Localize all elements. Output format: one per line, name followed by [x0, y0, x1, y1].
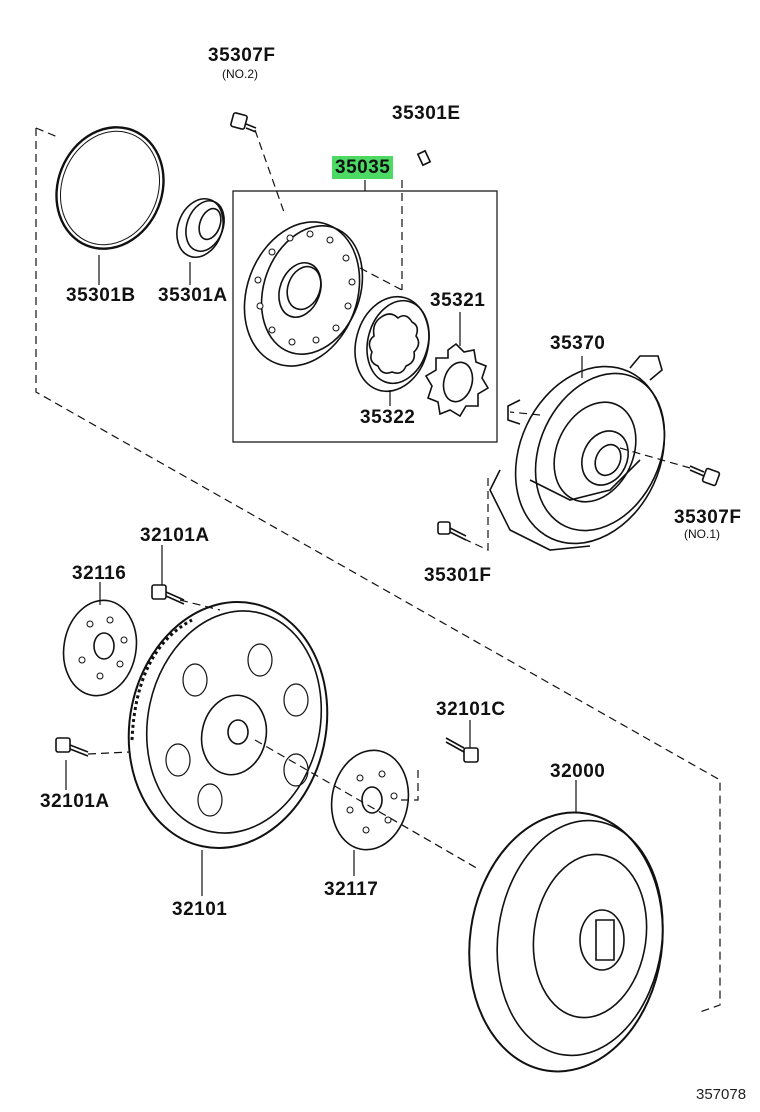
diagram-code: 357078	[696, 1086, 747, 1103]
bolt-32101A-top	[152, 585, 184, 604]
part-label-35307F-no2[interactable]: 35307F	[208, 45, 276, 66]
part-label-35301B[interactable]: 35301B	[66, 285, 136, 306]
part-label-32000[interactable]: 32000	[550, 761, 606, 782]
o-ring-35301B	[39, 111, 182, 265]
part-label-35301E[interactable]: 35301E	[392, 103, 461, 124]
torque-converter-32000	[453, 800, 679, 1084]
leader-lines	[66, 255, 582, 896]
driven-gear-35322	[345, 288, 439, 399]
part-label-35301A[interactable]: 35301A	[158, 285, 228, 306]
part-label-32101[interactable]: 32101	[172, 899, 228, 920]
part-label-32101C[interactable]: 32101C	[436, 699, 506, 720]
part-label-35321[interactable]: 35321	[430, 290, 486, 311]
drive-gear-35321	[426, 344, 488, 416]
part-label-32117[interactable]: 32117	[324, 879, 379, 900]
pump-stator-plate	[225, 206, 380, 383]
bolt-35307F-no1	[690, 466, 720, 486]
part-label-35370[interactable]: 35370	[550, 333, 606, 354]
part-label-35301F[interactable]: 35301F	[424, 565, 492, 586]
oil-seal-35301A	[169, 192, 231, 263]
bolt-35301F	[438, 522, 466, 540]
bolt-32101A-bottom	[56, 738, 88, 756]
spacer-plate-32116	[56, 594, 144, 701]
bolt-35307F-no2	[230, 112, 256, 132]
spacer-plate-32117	[324, 744, 416, 856]
part-note-no2: (NO.2)	[222, 67, 258, 81]
part-label-35035-highlighted[interactable]: 35035	[332, 156, 394, 179]
part-label-32101A-top[interactable]: 32101A	[140, 525, 210, 546]
part-label-32101A-bottom[interactable]: 32101A	[40, 791, 110, 812]
part-label-35322[interactable]: 35322	[360, 407, 416, 428]
oil-pump-body-35370	[488, 342, 693, 568]
bolt-32101C	[446, 738, 478, 762]
part-label-32116[interactable]: 32116	[72, 563, 127, 584]
part-note-no1: (NO.1)	[684, 527, 720, 541]
part-label-35307F-no1[interactable]: 35307F	[674, 507, 742, 528]
drive-plate-32101	[106, 583, 349, 866]
dashed-guides	[36, 128, 720, 1012]
pin-35301E	[418, 151, 430, 165]
